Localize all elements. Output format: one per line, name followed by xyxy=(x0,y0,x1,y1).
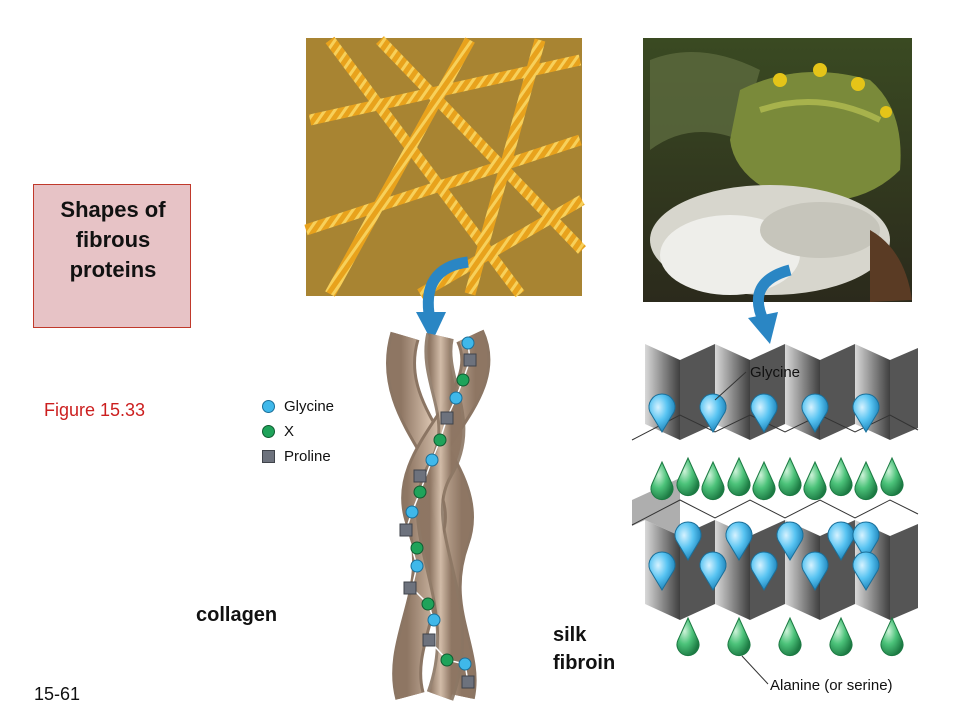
collagen-micrograph xyxy=(304,36,586,299)
slide-title: Shapes of fibrous proteins xyxy=(60,197,166,282)
collagen-arrow-icon xyxy=(416,256,469,342)
title-box: Shapes of fibrous proteins xyxy=(33,184,191,328)
collagen-label: collagen xyxy=(196,604,278,626)
glycine-marker-icon xyxy=(262,399,275,413)
collagen-triple-helix xyxy=(385,329,491,701)
x-residue-marker-icon xyxy=(262,424,275,438)
glycine-callout-label: Glycine xyxy=(750,364,800,381)
slide-number: 15-61 xyxy=(34,684,81,704)
legend-label: X xyxy=(284,422,295,440)
legend-label: Glycine xyxy=(284,397,335,415)
legend-item-proline: Proline xyxy=(262,445,331,467)
legend-item-glycine: Glycine xyxy=(262,395,334,417)
legend-item-x: X xyxy=(262,420,294,442)
silk-fibroin-label: silk fibroin xyxy=(553,624,616,674)
proline-marker-icon xyxy=(262,449,275,463)
silk-arrow-icon xyxy=(748,264,792,344)
alanine-callout-label: Alanine (or serine) xyxy=(770,677,893,694)
figure-label: Figure 15.33 xyxy=(44,400,146,420)
silkworm-photo xyxy=(643,38,912,302)
silk-beta-sheet: Glycine Alanine (or serine) xyxy=(631,344,919,694)
legend-label: Proline xyxy=(284,447,331,465)
